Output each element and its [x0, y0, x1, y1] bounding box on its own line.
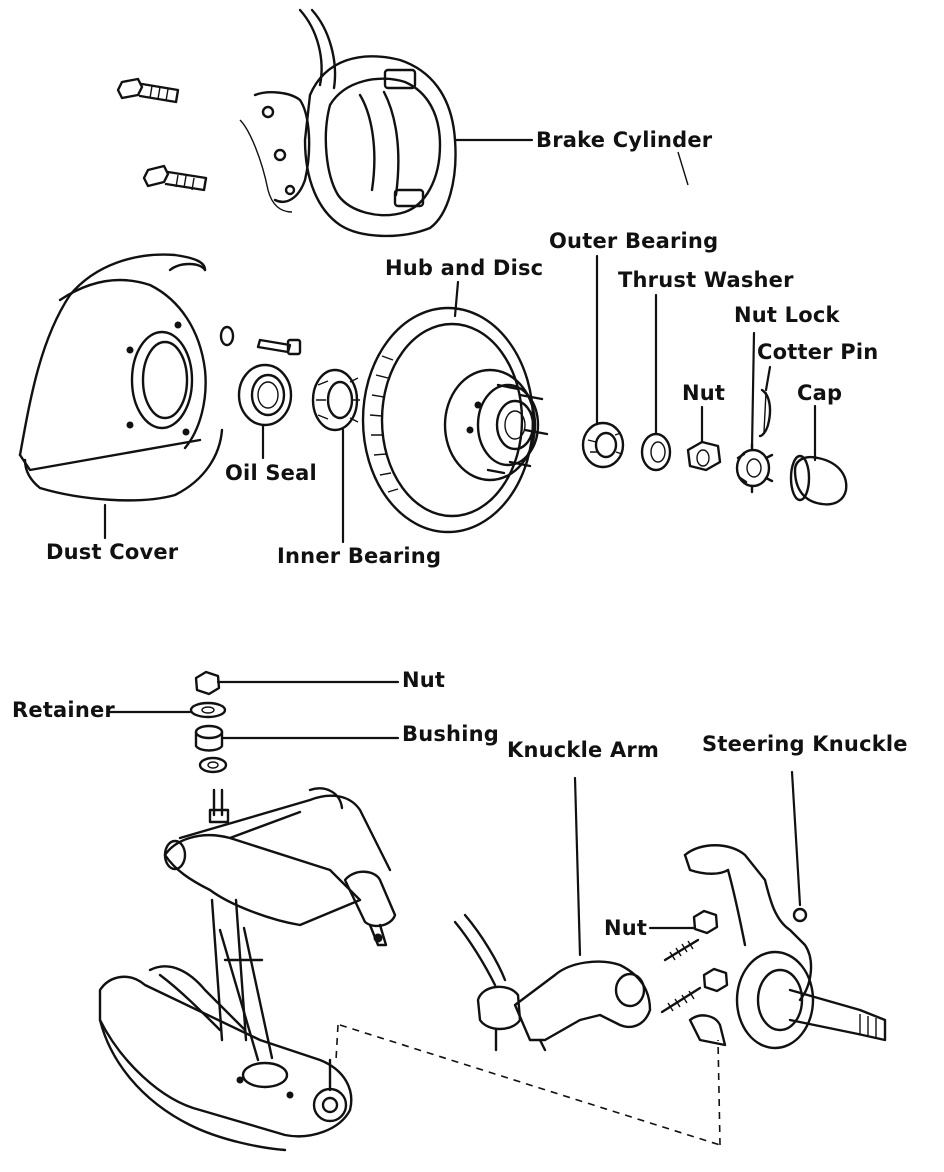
- cotter-pin-part: [758, 388, 772, 438]
- upper-leader-lines: [103, 138, 817, 544]
- alignment-dashed-line: [335, 1024, 721, 1146]
- label-knuckle-arm: Knuckle Arm: [507, 738, 659, 762]
- inner-bearing-part: [311, 368, 360, 432]
- knuckle-nut-part: [692, 909, 719, 935]
- knuckle-stud-1: [663, 938, 700, 962]
- label-brake-cylinder: Brake Cylinder: [536, 128, 713, 152]
- retainer-part: [189, 701, 227, 719]
- label-bushing: Bushing: [402, 722, 499, 746]
- steering-knuckle-part: [683, 844, 887, 1050]
- tie-rod-part: [453, 913, 522, 1052]
- label-thrust-washer: Thrust Washer: [618, 268, 794, 292]
- label-dust-cover: Dust Cover: [46, 540, 179, 564]
- label-cap: Cap: [797, 381, 842, 405]
- caliper-bolt-2: [142, 164, 208, 192]
- label-nut-lower: Nut: [604, 916, 647, 940]
- hub-and-disc-part: [361, 306, 549, 534]
- label-outer-bearing: Outer Bearing: [549, 229, 718, 253]
- lower-leader-lines: [106, 680, 802, 957]
- lower-bushing-part: [198, 756, 228, 774]
- part-labels: Brake Cylinder Outer Bearing Hub and Dis…: [12, 128, 908, 940]
- cap-part: [789, 454, 848, 506]
- label-steering-knuckle: Steering Knuckle: [702, 732, 908, 756]
- label-oil-seal: Oil Seal: [225, 461, 317, 485]
- label-cotter-pin: Cotter Pin: [757, 340, 878, 364]
- small-bolt: [256, 338, 302, 356]
- label-inner-bearing: Inner Bearing: [277, 544, 441, 568]
- label-hub-and-disc: Hub and Disc: [385, 256, 543, 280]
- bushing-part: [194, 724, 224, 752]
- shock-absorber-part: [208, 788, 274, 1062]
- brake-cylinder-part: [239, 8, 457, 238]
- thrust-washer-part: [640, 432, 672, 472]
- small-washer: [219, 325, 235, 347]
- oil-seal-part: [237, 363, 293, 427]
- label-retainer: Retainer: [12, 698, 115, 722]
- knuckle-stud-nut: [702, 967, 729, 993]
- label-nut-upper: Nut: [682, 381, 725, 405]
- label-nut-top: Nut: [402, 668, 445, 692]
- top-nut-part: [194, 670, 221, 696]
- outer-bearing-part: [581, 421, 625, 469]
- hub-nut-part: [686, 440, 722, 472]
- upper-control-arm-part: [163, 787, 397, 947]
- label-nut-lock: Nut Lock: [734, 303, 841, 327]
- dust-cover-part: [18, 253, 224, 502]
- caliper-bolt-1: [116, 77, 180, 104]
- knuckle-arm-part: [513, 960, 652, 1052]
- nut-lock-part: [735, 442, 774, 494]
- lower-control-arm-part: [98, 965, 353, 1152]
- knuckle-stud-2: [660, 986, 702, 1014]
